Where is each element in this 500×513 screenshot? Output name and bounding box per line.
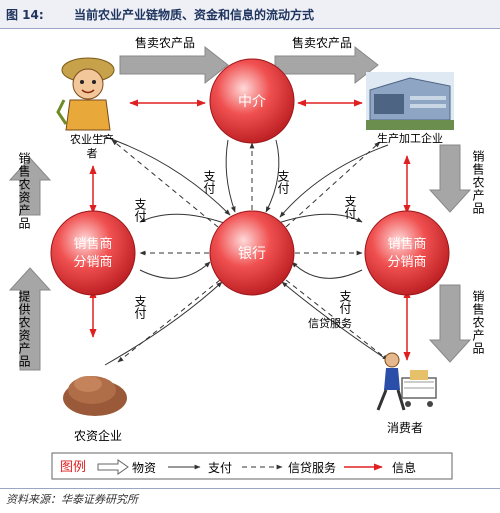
flow-label-sell-top-right: 售卖农产品: [292, 35, 352, 50]
payment-label: 支付: [133, 295, 147, 320]
processor-label: 生产加工企业: [377, 131, 443, 145]
svg-text:中介: 中介: [238, 94, 266, 110]
material-arrow-top-left: [119, 45, 229, 85]
flow-label-sell-right-upper: 销售农产品: [471, 150, 485, 215]
material-arrow-right-upper: [428, 144, 472, 213]
svg-text:销售农产品: 销售农产品: [471, 290, 485, 355]
flow-label-supply-left-vertical: 提供农资产品: [17, 289, 31, 368]
header-bar: [0, 0, 500, 29]
svg-text:银行: 银行: [238, 246, 266, 262]
legend-material-label: 物资: [132, 461, 156, 475]
legend-info-label: 信息: [392, 460, 416, 475]
flow-label-sell-top-left: 售卖农产品: [135, 35, 195, 50]
node-middleman: 中介: [209, 58, 295, 144]
credit-flow-arrows: [111, 139, 389, 363]
material-arrow-left-lower: [8, 267, 52, 371]
farmer-label-line2: 者: [87, 147, 98, 160]
source-divider: [0, 488, 500, 489]
payment-flow-arrows: [99, 134, 396, 366]
legend: 图例 物资 支付 信贷服务 信息: [51, 452, 453, 480]
factory-illustration: [366, 72, 454, 130]
legend-credit-label: 信贷服务: [288, 460, 336, 475]
consumer-illustration: [376, 352, 437, 411]
legend-title: 图例: [60, 460, 86, 475]
supply-chain-diagram: 中介 银行 销售商 分销商 销售商 分销商 农业生产 者 生产加工企业: [8, 35, 485, 480]
node-distributor-left: 销售商 分销商: [50, 210, 136, 296]
grain-pile-illustration: [63, 376, 127, 416]
material-flow-arrows: [8, 45, 472, 371]
figure-title: 当前农业产业链物质、资金和信息的流动方式: [74, 8, 315, 22]
figure-number: 图 14:: [6, 8, 44, 22]
payment-label: 支付: [133, 198, 147, 223]
flow-label-sell-left-vertical: 销售农资产品: [17, 152, 31, 230]
farmer-label-line1: 农业生产: [70, 132, 114, 146]
node-bank: 银行: [209, 210, 295, 296]
info-flow-arrows: [89, 99, 411, 361]
payment-label: 支付: [202, 170, 216, 195]
svg-text:销售农产品: 销售农产品: [471, 150, 485, 215]
svg-text:销售农资产品: 销售农资产品: [17, 152, 31, 230]
flow-label-sell-right-lower: 销售农产品: [471, 290, 485, 355]
svg-text:销售商: 销售商: [387, 236, 426, 252]
svg-text:分销商: 分销商: [73, 255, 112, 270]
material-arrow-left-upper: [8, 157, 52, 216]
svg-text:销售商: 销售商: [73, 236, 112, 252]
node-distributor-right: 销售商 分销商: [364, 210, 450, 296]
consumer-label: 消费者: [387, 421, 423, 435]
payment-label: 支付: [338, 290, 352, 315]
credit-service-label: 信贷服务: [308, 316, 352, 330]
svg-text:提供农资产品: 提供农资产品: [17, 289, 31, 368]
legend-payment-label: 支付: [208, 461, 232, 475]
legend-material-icon: [97, 459, 129, 475]
material-arrow-right-lower: [428, 284, 472, 363]
material-arrow-top-right: [274, 45, 379, 85]
farmer-illustration: [56, 57, 115, 131]
payment-label: 支付: [343, 195, 357, 220]
svg-text:分销商: 分销商: [387, 255, 426, 270]
input-company-label: 农资企业: [74, 428, 122, 443]
source-note: 资料来源：华泰证券研究所: [6, 493, 138, 506]
payment-label: 支付: [276, 170, 290, 195]
